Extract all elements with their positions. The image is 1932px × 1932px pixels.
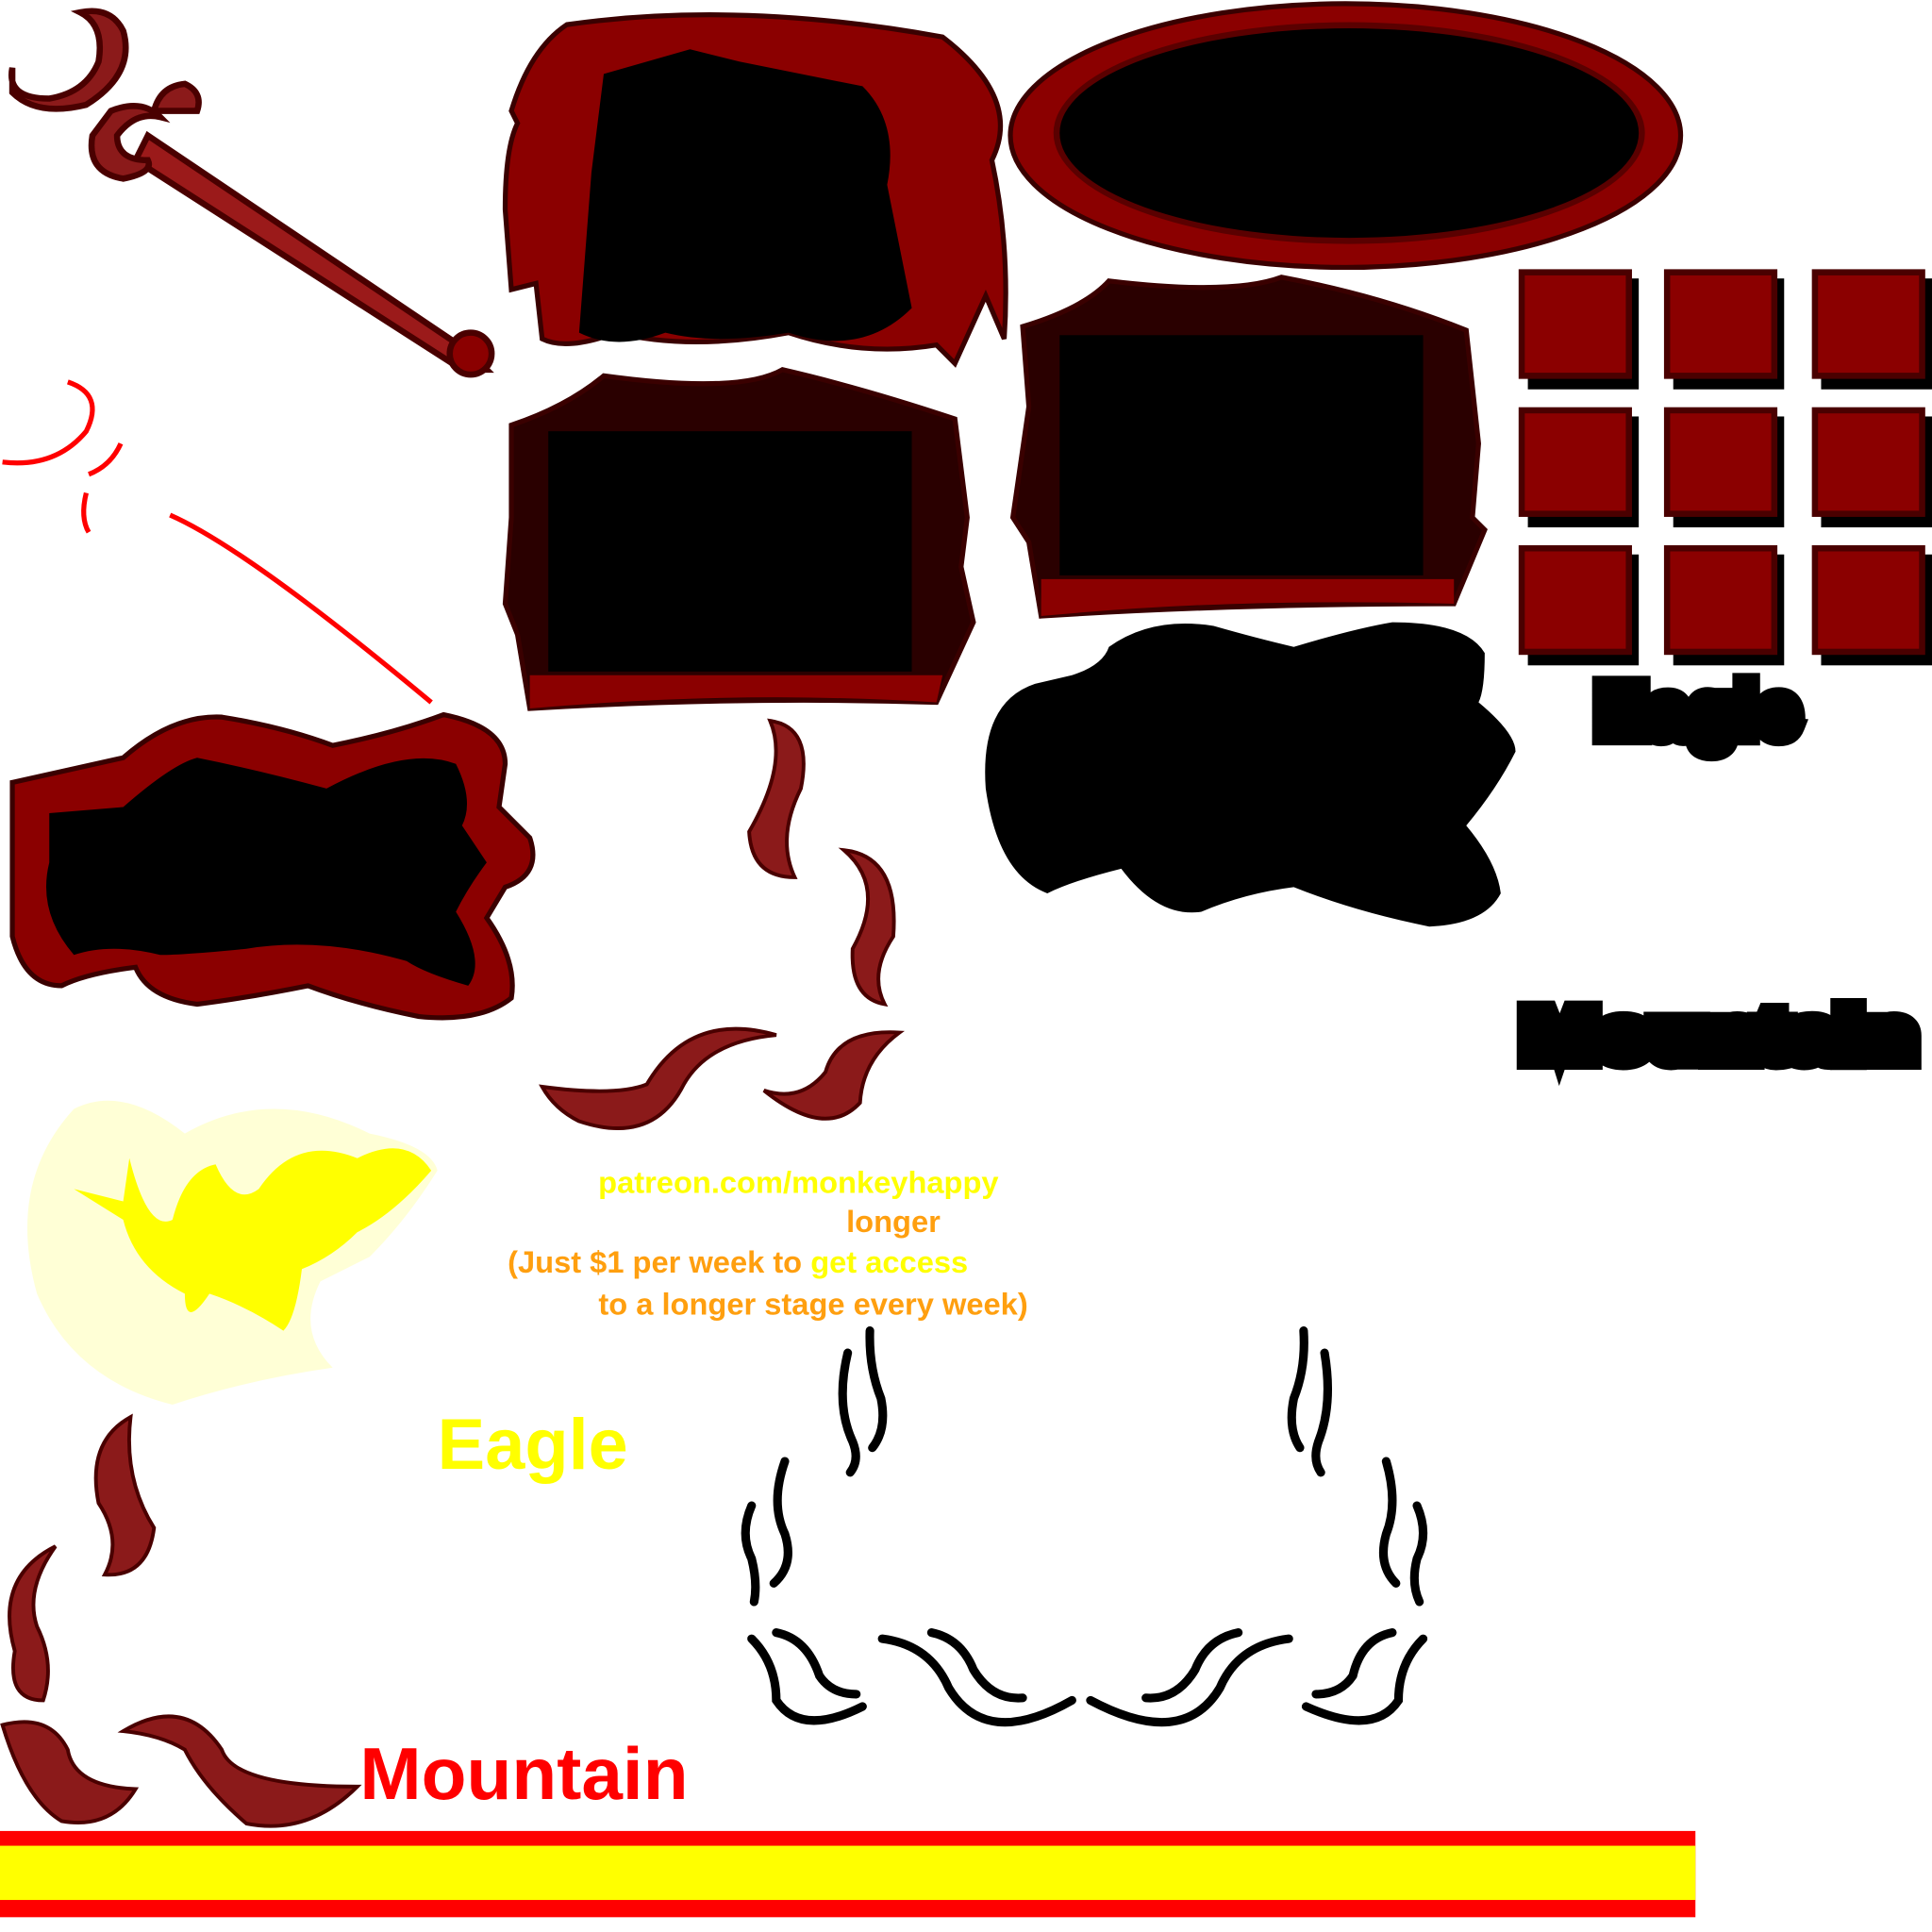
hair-frame-sprite	[502, 12, 1008, 368]
black-wisp-sprites	[741, 1326, 1428, 1727]
mountain-red-label: Mountain	[359, 1732, 688, 1815]
blob-black-sprite	[985, 622, 1516, 927]
svg-text:(Just $1 per week to get acces: (Just $1 per week to get access	[508, 1244, 968, 1279]
stripe-bar-sprite	[0, 1830, 1696, 1918]
eagle-black-label: Eagle	[1595, 669, 1799, 754]
promo-line2: to a longer stage every week)	[598, 1287, 1027, 1322]
red-stroke-sprites	[2, 379, 433, 705]
promo-longer: longer	[846, 1204, 941, 1239]
ornate-frame-right	[1009, 275, 1488, 619]
staff-sprite	[8, 8, 495, 378]
blob-frame-sprite	[9, 711, 536, 1021]
eagle-yellow-label: Eagle	[438, 1405, 628, 1485]
promo-line1-b: get access	[810, 1244, 968, 1279]
yellow-glow-sprite	[26, 1100, 438, 1405]
promo-line1-a: (Just $1 per week to	[508, 1244, 810, 1279]
oval-frame-sprite	[1008, 1, 1684, 271]
promo-text: patreon.com/monkeyhappy longer (Just $1 …	[508, 1164, 1028, 1321]
ornate-frame-left	[502, 367, 976, 711]
mountain-black-label: Mountain	[1523, 995, 1914, 1075]
tile-grid	[1518, 269, 1932, 666]
patreon-url: patreon.com/monkeyhappy	[598, 1164, 998, 1199]
flame-wisp-sprites	[0, 718, 906, 1828]
